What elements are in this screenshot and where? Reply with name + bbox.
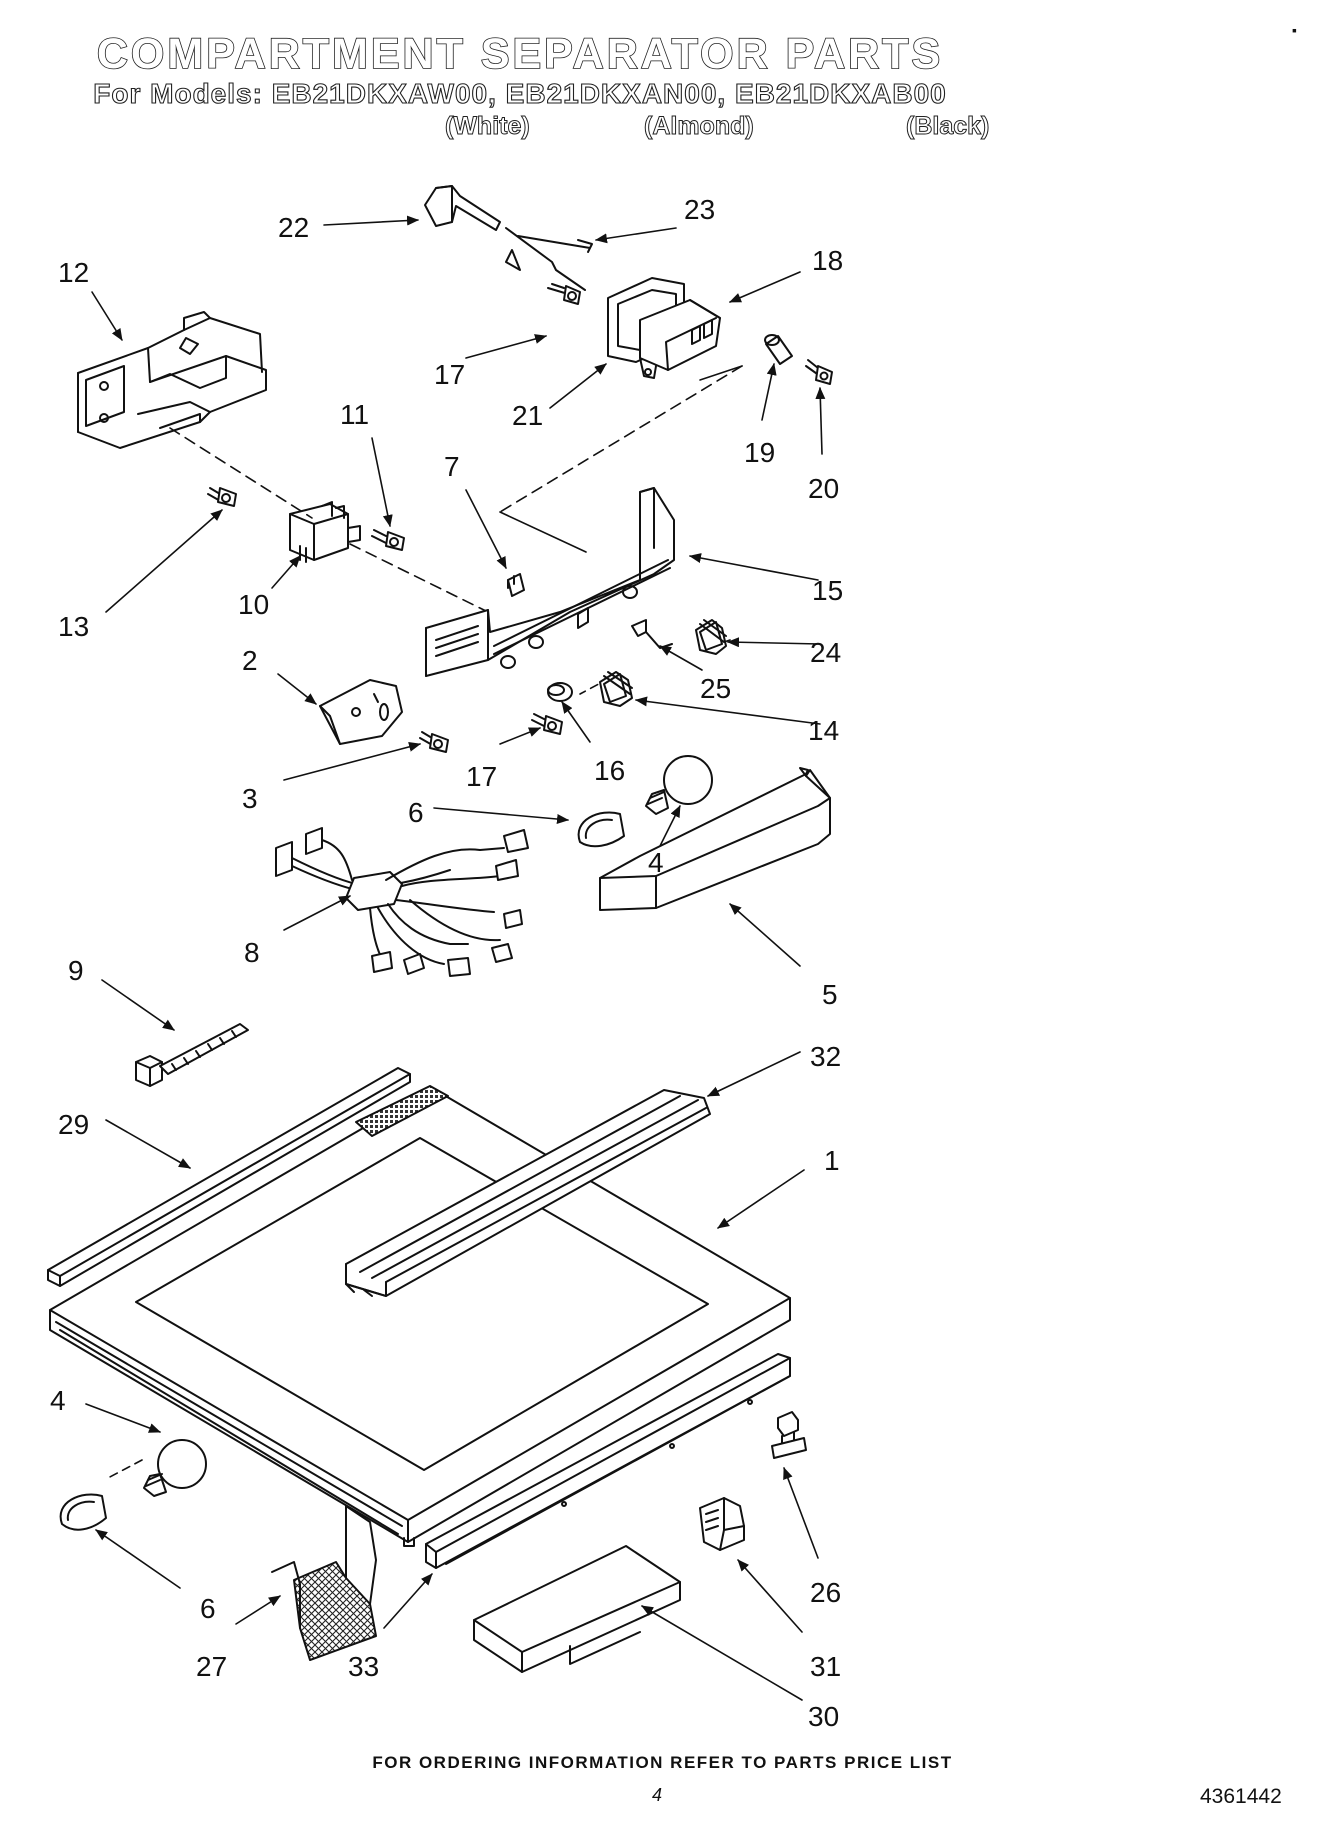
part-cable-tie-9 (135, 1023, 249, 1087)
callout-15: 15 (812, 575, 843, 606)
callout-10: 10 (238, 589, 269, 620)
callout-19: 19 (744, 437, 775, 468)
part-mesh-27 (271, 1505, 377, 1661)
part-lens-6-lower (59, 1493, 107, 1531)
callout-21: 21 (512, 400, 543, 431)
callout-12: 12 (58, 257, 89, 288)
callout-17-upper: 17 (434, 359, 465, 390)
part-wire-23 (505, 227, 593, 291)
callout-2: 2 (242, 645, 258, 676)
callout-16: 16 (594, 755, 625, 786)
part-bulb-4-upper (645, 755, 713, 815)
leader-lines (85, 215, 826, 1701)
callout-14: 14 (808, 715, 839, 746)
document-number: 4361442 (1200, 1785, 1282, 1808)
part-gasket-29 (47, 1067, 411, 1287)
part-housing-12 (77, 311, 267, 449)
part-knob-14 (599, 671, 633, 707)
callout-8: 8 (244, 937, 260, 968)
callout-labels: 22 23 18 12 17 21 19 20 11 7 15 13 10 24… (50, 194, 843, 1732)
page-title: COMPARTMENT SEPARATOR PARTS (96, 29, 944, 79)
part-screw-17-upper (547, 283, 581, 305)
callout-1: 1 (824, 1145, 840, 1176)
part-control-housing-15 (425, 487, 675, 677)
callout-22: 22 (278, 212, 309, 243)
callout-32: 32 (810, 1041, 841, 1072)
callout-7: 7 (444, 451, 460, 482)
variant-white: (White) (445, 112, 531, 141)
callout-20: 20 (808, 473, 839, 504)
model-list: For Models: EB21DKXAW00, EB21DKXAN00, EB… (93, 77, 947, 109)
part-screw-11 (371, 529, 405, 551)
callout-6-lower: 6 (200, 1593, 216, 1624)
ordering-note: FOR ORDERING INFORMATION REFER TO PARTS … (372, 1753, 953, 1772)
part-socket-10 (289, 501, 361, 563)
callout-3: 3 (242, 783, 258, 814)
part-plug-16 (547, 682, 573, 702)
part-screw-20 (805, 359, 833, 385)
callout-18: 18 (812, 245, 843, 276)
part-cover-30 (473, 1545, 681, 1673)
callout-5: 5 (822, 979, 838, 1010)
part-screw-17-lower (531, 713, 563, 735)
part-knob-22 (424, 185, 501, 231)
part-clip-7 (507, 573, 525, 597)
variant-black: (Black) (905, 112, 990, 141)
callout-17-lower: 17 (466, 761, 497, 792)
callout-9: 9 (68, 955, 84, 986)
part-fastener-26 (771, 1411, 807, 1459)
variant-almond: (Almond) (644, 112, 755, 141)
callout-4-upper: 4 (648, 847, 664, 878)
part-screw-13 (207, 487, 237, 507)
callout-27: 27 (196, 1651, 227, 1682)
part-trim-5 (599, 767, 831, 911)
callout-29: 29 (58, 1109, 89, 1140)
part-mount-plate-2 (319, 679, 403, 745)
page-number: 4 (652, 1785, 663, 1805)
part-harness-8 (275, 827, 529, 977)
callout-30: 30 (808, 1701, 839, 1732)
callout-26: 26 (810, 1577, 841, 1608)
callout-13: 13 (58, 611, 89, 642)
assembly-guides (107, 365, 743, 1479)
part-clip-25 (631, 619, 673, 649)
part-lens-6-upper (577, 811, 625, 848)
callout-6-upper: 6 (408, 797, 424, 828)
callout-31: 31 (810, 1651, 841, 1682)
callout-4-lower: 4 (50, 1385, 66, 1416)
corner-mark: ▪ (1292, 22, 1297, 38)
callout-25: 25 (700, 673, 731, 704)
callout-24: 24 (810, 637, 841, 668)
part-switch-31 (699, 1497, 745, 1551)
part-thermostat-18 (607, 277, 721, 379)
part-rail-33 (425, 1353, 791, 1569)
part-knob-24 (695, 619, 727, 655)
part-sleeve-19 (764, 334, 793, 365)
callout-23: 23 (684, 194, 715, 225)
callout-11: 11 (340, 399, 369, 430)
part-separator-1 (49, 1085, 791, 1547)
part-bulb-4-lower (143, 1439, 207, 1497)
callout-33: 33 (348, 1651, 379, 1682)
part-channel-32 (345, 1089, 711, 1297)
part-screw-3 (419, 731, 449, 753)
